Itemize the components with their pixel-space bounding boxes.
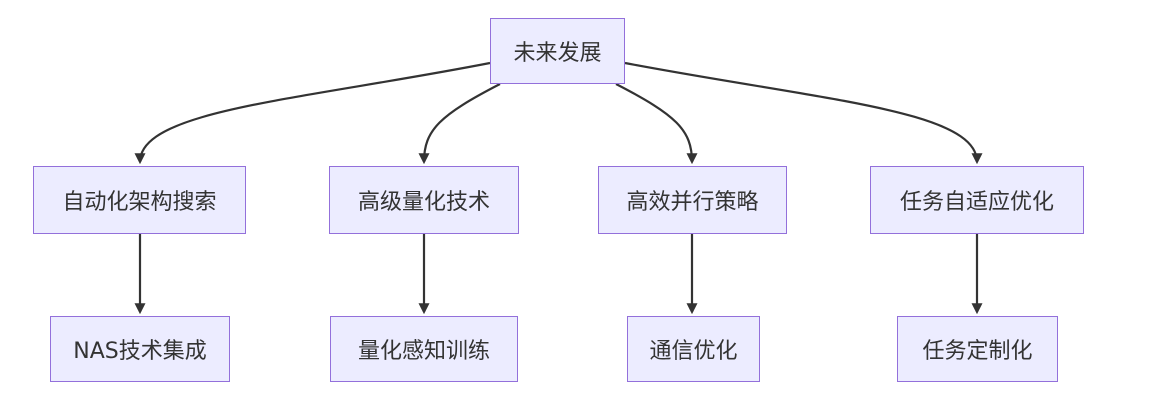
- node-task-customization: 任务定制化: [897, 316, 1058, 382]
- edge-root-to-nas-search: [134, 61, 491, 165]
- node-root: 未来发展: [490, 18, 625, 84]
- node-advanced-quantization: 高级量化技术: [329, 166, 519, 234]
- node-auto-architecture-search: 自动化架构搜索: [33, 166, 246, 234]
- node-communication-optimization: 通信优化: [627, 316, 760, 382]
- edge-root-to-parallel: [615, 83, 698, 165]
- edge-root-to-quantization: [418, 83, 501, 165]
- node-nas-integration: NAS技术集成: [50, 316, 230, 382]
- node-efficient-parallel: 高效并行策略: [598, 166, 787, 234]
- node-task-adaptive-optimization: 任务自适应优化: [870, 166, 1084, 234]
- node-quantization-aware-training: 量化感知训练: [330, 316, 518, 382]
- edge-root-to-task-adaptive: [624, 61, 983, 165]
